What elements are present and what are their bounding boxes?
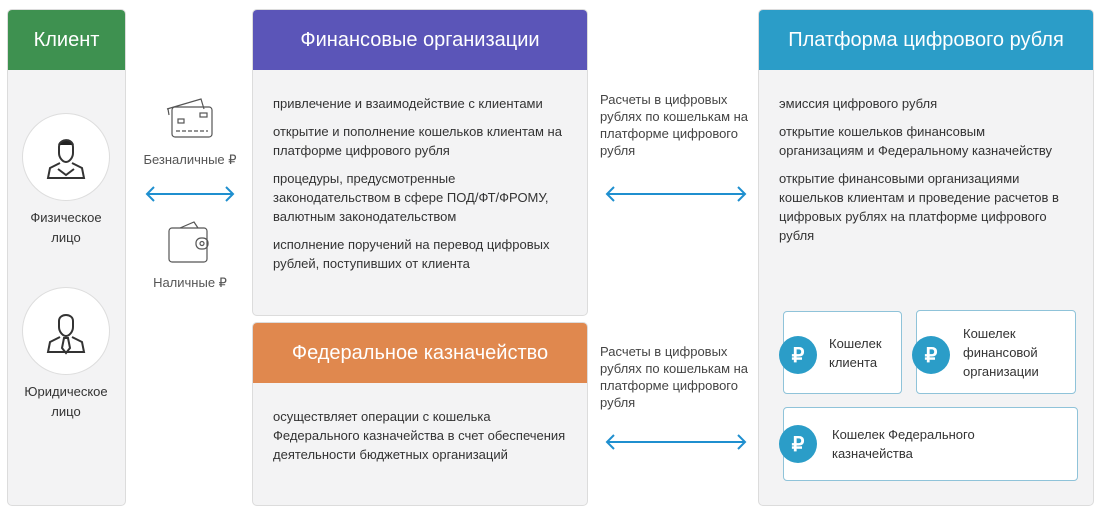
treasury-wallet-label: Кошелек Федерального казначейства (832, 427, 975, 461)
wallet-icon (168, 221, 209, 263)
fin-org-title: Финансовые организации (300, 28, 540, 51)
settlement-text-bottom: Расчеты в цифровых рублях по кошелькам н… (600, 344, 749, 410)
treasury-wallet: Кошелек Федерального казначейства (783, 407, 1078, 481)
cashless-label: Безналичные ₽ (143, 152, 237, 167)
platform-item: открытие кошельков финансовым организаци… (779, 124, 1052, 158)
client-header: Клиент (8, 10, 125, 70)
ruble-icon: ₽ (779, 336, 817, 374)
platform-header: Платформа цифрового рубля (759, 10, 1093, 70)
client-title: Клиент (33, 28, 100, 51)
client-wallet-label: Кошелек клиента (829, 335, 882, 370)
legal-entity-icon (22, 287, 110, 375)
fin-org-wallet-label: Кошелек финансовой организации (963, 325, 1039, 379)
legal-entity-label: Юридическое лицо (24, 384, 108, 419)
individual-icon (22, 113, 110, 201)
card-icon (166, 98, 213, 138)
settlement-text-top: Расчеты в цифровых рублях по кошелькам н… (600, 92, 749, 158)
platform-title: Платформа цифрового рубля (788, 28, 1064, 51)
cash-label: Наличные ₽ (153, 275, 227, 290)
fin-org-item: исполнение поручений на перевод цифровых… (273, 237, 550, 271)
client-finorg-arrow (145, 186, 235, 202)
fin-org-header: Финансовые организации (253, 10, 587, 70)
ruble-icon: ₽ (912, 336, 950, 374)
treasury-item: осуществляет операции с кошелька Федерал… (273, 409, 566, 462)
treasury-panel: Федеральное казначейство осуществляет оп… (252, 322, 588, 506)
individual-label: Физическое лицо (30, 210, 102, 245)
finorg-platform-arrow (605, 186, 747, 202)
platform-item: открытие финансовыми организациями кошел… (779, 171, 1059, 243)
treasury-platform-arrow (605, 434, 747, 450)
client-panel: Клиент Физическое лицо Юридическое лицо (7, 9, 126, 506)
fin-org-panel: Финансовые организации привлечение и вза… (252, 9, 588, 316)
platform-item: эмиссия цифрового рубля (779, 96, 938, 111)
client-wallet: Кошелек клиента (783, 311, 902, 394)
fin-org-item: привлечение и взаимодействие с клиентами (273, 96, 543, 111)
fin-org-item: процедуры, предусмотренные законодательс… (273, 171, 549, 224)
treasury-title: Федеральное казначейство (291, 341, 549, 364)
ruble-icon: ₽ (779, 425, 817, 463)
treasury-header: Федеральное казначейство (253, 323, 587, 383)
fin-org-item: открытие и пополнение кошельков клиентам… (273, 124, 562, 158)
